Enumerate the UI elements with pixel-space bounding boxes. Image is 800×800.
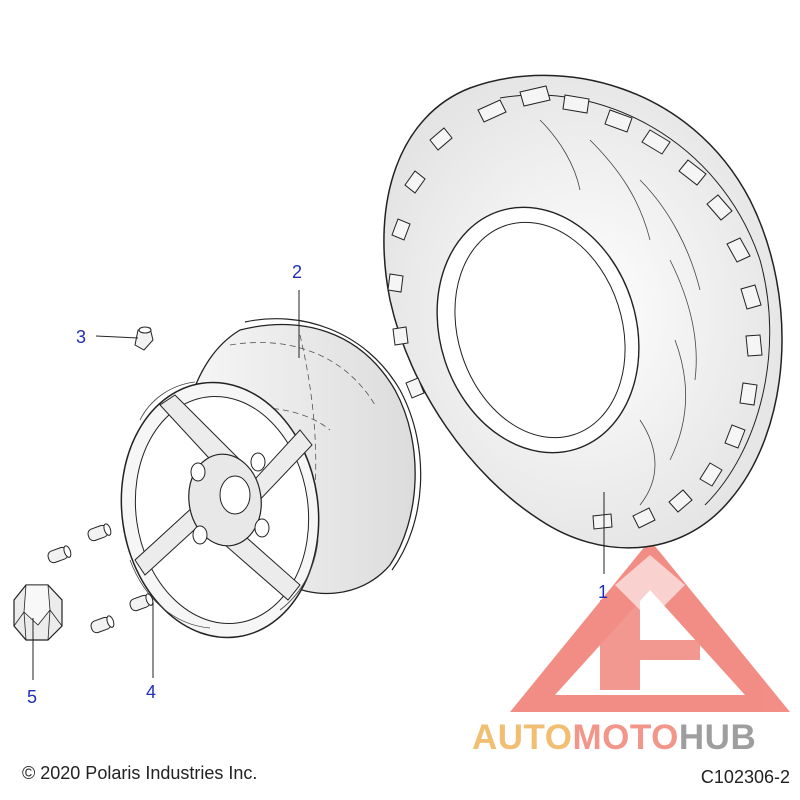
wheel-spokes [134,394,313,601]
tread-lugs [387,85,763,530]
watermark-auto: AUTO [472,718,573,757]
watermark-hub: HUB [678,718,757,757]
wheel-rim [120,318,422,639]
callout-3: 3 [76,327,86,347]
tire [383,74,783,549]
watermark-moto: MOTO [572,718,679,757]
callout-1: 1 [598,582,608,602]
callout-4: 4 [146,682,156,702]
valve-stem [134,326,154,351]
callout-2: 2 [292,262,302,282]
copyright-notice: © 2020 Polaris Industries Inc. [22,763,258,783]
figure-code: C102306-2 [700,767,790,787]
wheel-studs [47,523,154,634]
callout-5: 5 [27,687,37,707]
lug-nut [13,584,63,641]
watermark-logo [510,540,790,712]
leader-lines [32,290,605,680]
watermark-text: AUTOMOTOHUB [472,718,756,758]
